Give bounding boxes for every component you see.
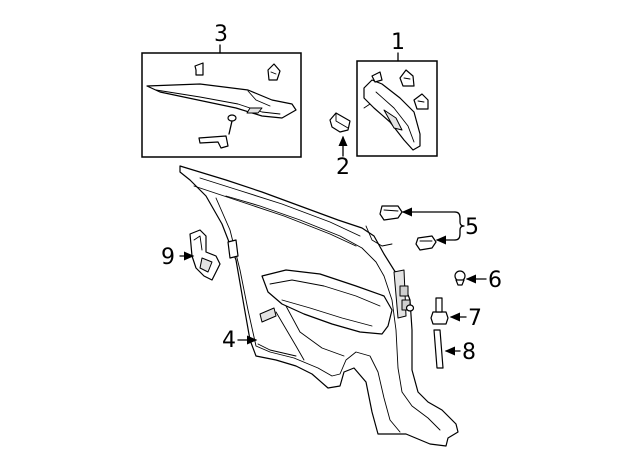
box-part-3: [141, 44, 302, 158]
part-9-bracket: [179, 229, 221, 281]
box-part-1: [356, 52, 438, 157]
callout-7: 7: [468, 306, 482, 331]
part-6-push-pin: [454, 270, 487, 286]
part-7-bolt: [430, 297, 467, 325]
part-2-clip: [329, 112, 351, 157]
callout-8: 8: [462, 340, 476, 365]
callout-6: 6: [488, 268, 502, 293]
callout-2: 2: [336, 155, 350, 180]
part-5-clips: [379, 205, 465, 251]
part-4-quarter-trim-panel: [179, 165, 459, 447]
callout-9: 9: [161, 245, 175, 270]
callout-5: 5: [465, 215, 479, 240]
callout-4: 4: [222, 328, 236, 353]
callout-3: 3: [214, 22, 228, 47]
callout-1: 1: [391, 30, 405, 55]
part-8-strip: [433, 329, 461, 369]
